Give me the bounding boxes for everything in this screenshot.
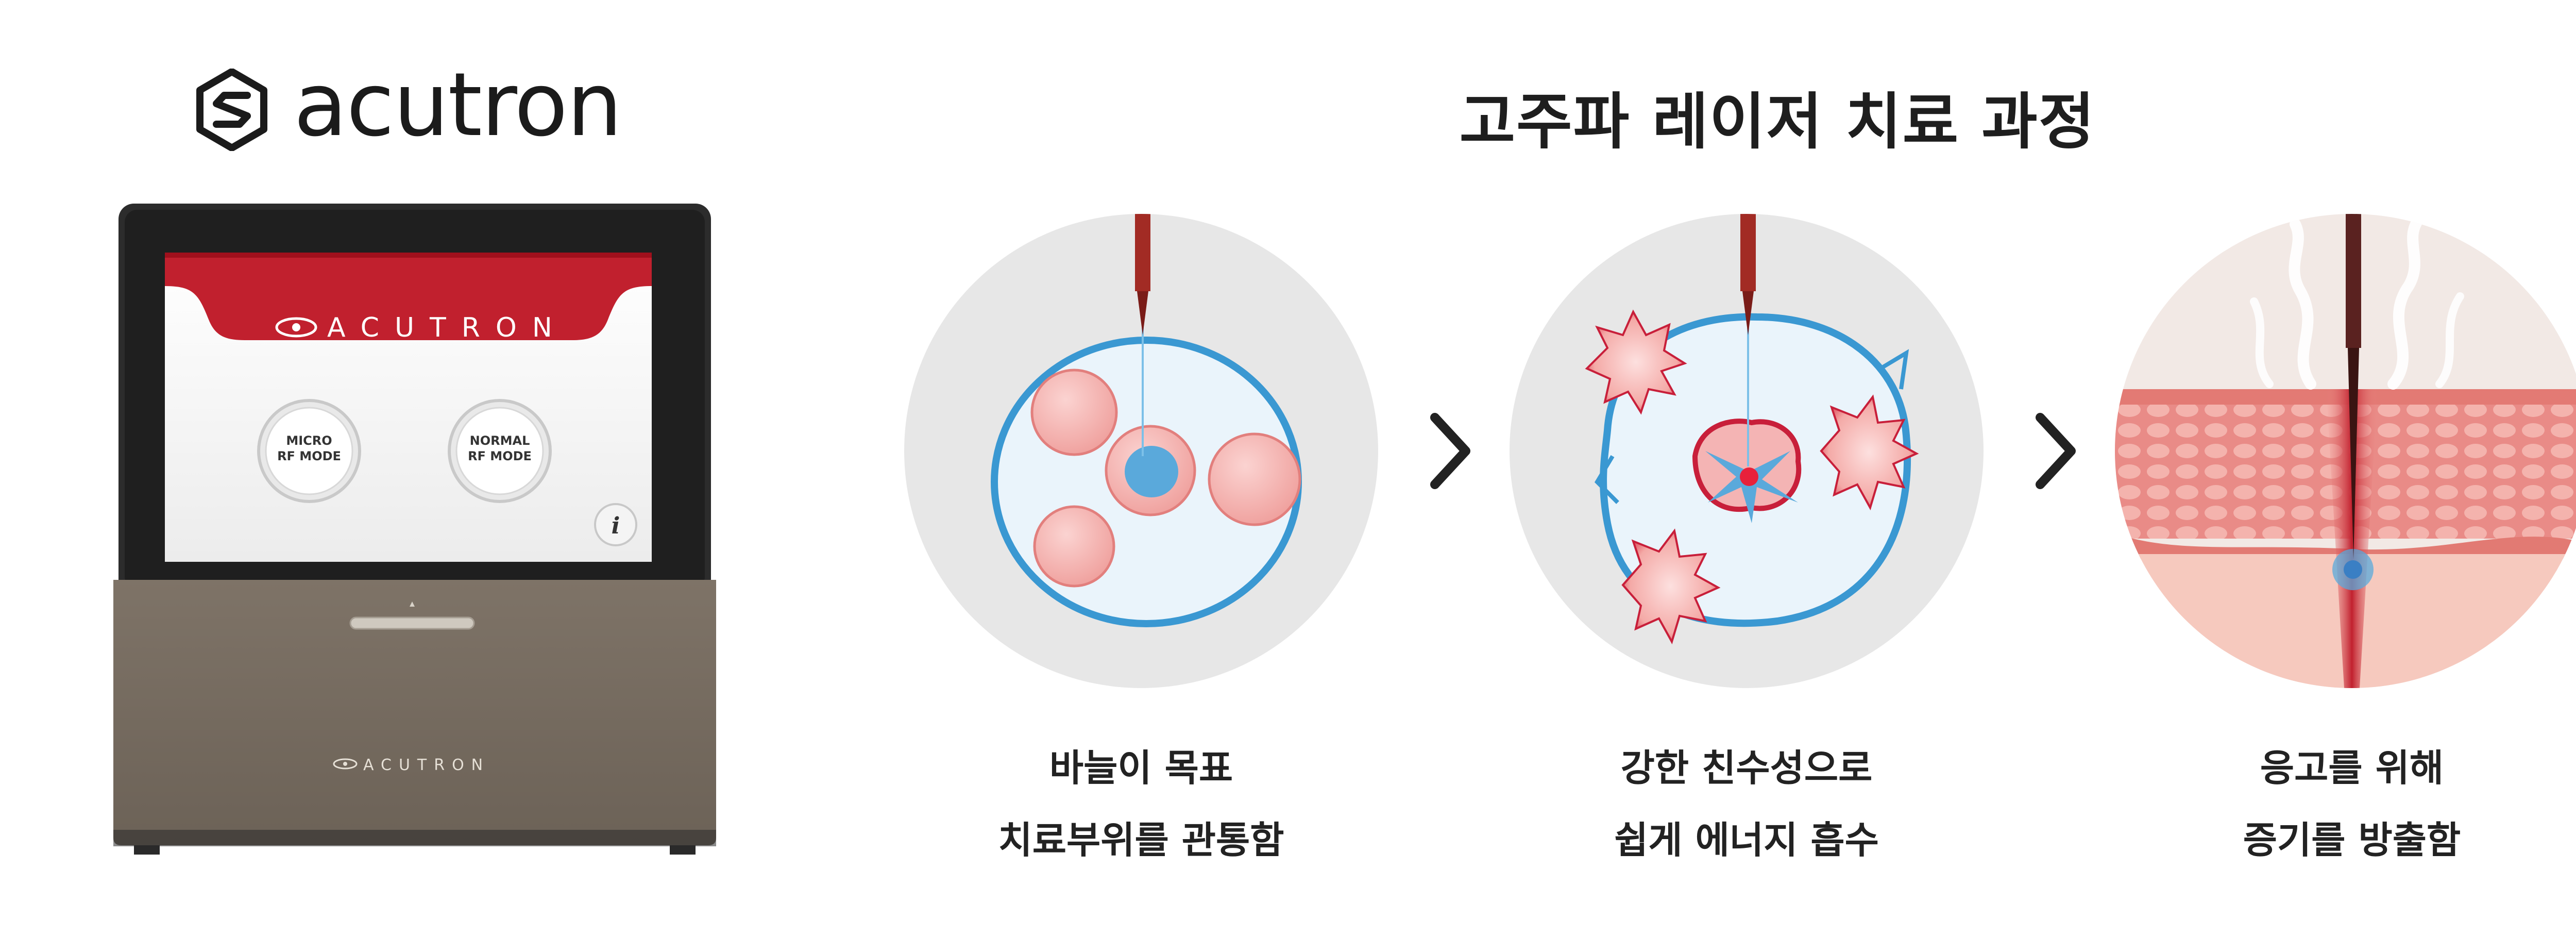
device-screen <box>165 253 652 562</box>
needle-icon <box>1135 214 1150 335</box>
micro-button-line2: RF MODE <box>277 449 341 463</box>
screen-brand-icon <box>275 317 317 338</box>
coagulation-channel <box>2326 389 2378 688</box>
hexagon-s-logo-icon <box>196 69 267 151</box>
acutron-device: ACUTRON MICRO RF MODE NORMAL RF MODE i A… <box>113 204 716 855</box>
step3-caption: 응고를 위해 증기를 방출함 <box>2069 732 2576 876</box>
step3-caption-line2: 증기를 방출함 <box>2243 818 2461 862</box>
handpiece-slot <box>349 616 475 630</box>
micro-rf-mode-button[interactable]: MICRO RF MODE <box>257 399 361 503</box>
brand-name: acutron <box>294 54 622 156</box>
steam-icon <box>2250 214 2464 390</box>
chevron-right-icon <box>1430 413 1470 489</box>
burst-cell <box>1585 309 1687 415</box>
burst-cell <box>1621 528 1721 645</box>
step2-caption: 강한 친수성으로 쉽게 에너지 흡수 <box>1463 732 2030 876</box>
step3-caption-line1: 응고를 위해 <box>2260 746 2444 790</box>
needle-icon <box>2346 214 2361 559</box>
base-brand-icon <box>333 758 358 770</box>
power-indicator-icon <box>410 601 415 607</box>
normal-rf-mode-button[interactable]: NORMAL RF MODE <box>448 399 552 503</box>
process-headline: 고주파 레이저 치료 과정 <box>1459 86 2096 157</box>
step3-illustration <box>2115 214 2576 688</box>
cell <box>1208 432 1301 526</box>
cell <box>1033 505 1115 588</box>
cell-nucleus <box>1125 446 1178 497</box>
base-brand-text: ACUTRON <box>363 756 490 774</box>
step1-caption-line2: 치료부위를 관통함 <box>998 818 1284 862</box>
step2-caption-line1: 강한 친수성으로 <box>1620 746 1873 790</box>
step1-caption: 바늘이 목표 치료부위를 관통함 <box>858 732 1425 876</box>
info-button[interactable]: i <box>594 503 637 546</box>
needle-icon <box>1740 214 1756 335</box>
info-icon: i <box>612 513 620 539</box>
screen-brand-text: ACUTRON <box>327 312 568 343</box>
chevron-right-icon <box>2036 413 2076 489</box>
micro-button-line1: MICRO <box>286 433 332 448</box>
step1-illustration <box>904 214 1378 688</box>
step2-illustration <box>1510 214 1984 688</box>
burst-cell <box>1820 394 1919 511</box>
normal-button-line2: RF MODE <box>468 449 532 463</box>
cell <box>1030 369 1118 456</box>
target-cell-burst <box>1692 419 1802 523</box>
brand-header: acutron <box>196 54 649 156</box>
device-body <box>113 580 716 845</box>
step1-caption-line1: 바늘이 목표 <box>1049 746 1233 790</box>
step2-caption-line2: 쉽게 에너지 흡수 <box>1614 818 1879 862</box>
normal-button-line1: NORMAL <box>470 433 530 448</box>
